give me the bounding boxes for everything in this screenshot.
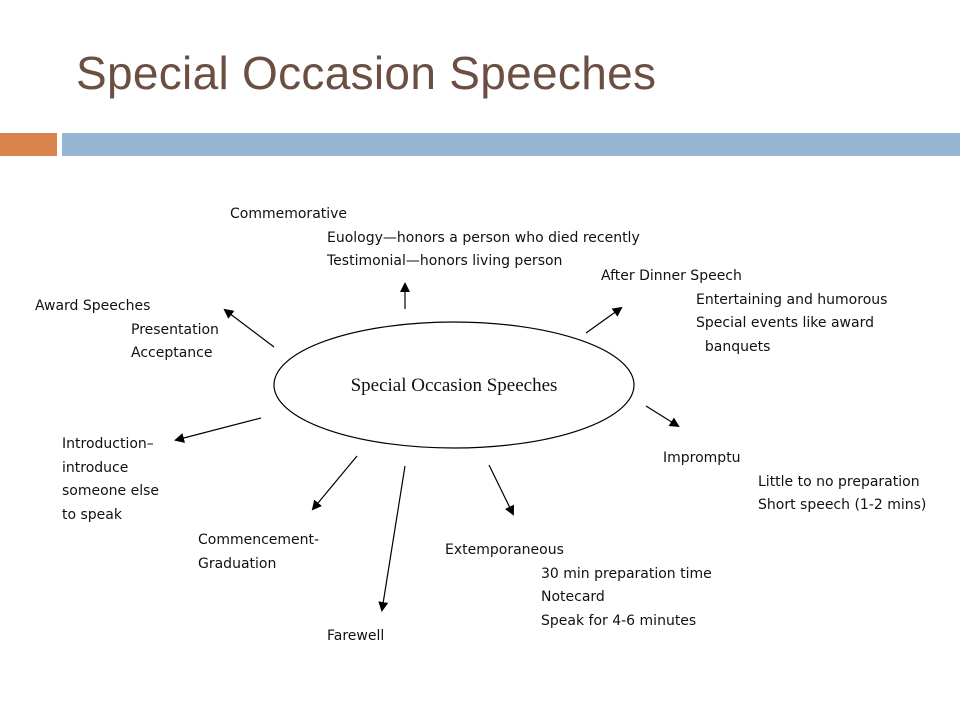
extemporaneous-heading: Extemporaneous [445, 542, 564, 558]
title-underline-bar [62, 133, 960, 156]
arrow-award [223, 308, 275, 348]
title-accent-bar [0, 133, 57, 156]
introduction-line: introduce [62, 459, 129, 476]
extemporaneous-item: 30 min preparation time [541, 565, 712, 582]
commemorative-item: Testimonial—honors living person [327, 253, 563, 269]
arrow-impromptu [645, 405, 680, 428]
node-after-dinner: After Dinner Speech Entertaining and hum… [601, 265, 887, 359]
introduction-line: someone else [62, 483, 160, 499]
arrow-extemporaneous [488, 464, 514, 516]
commemorative-item: Euology—honors a person who died recentl… [327, 229, 640, 246]
award-item: Acceptance [131, 345, 213, 361]
slide-title: Special Occasion Speeches [76, 47, 657, 99]
impromptu-heading: Impromptu [663, 450, 741, 466]
node-introduction: Introduction– introduce someone else to … [62, 433, 159, 527]
commemorative-heading: Commemorative [230, 206, 348, 222]
arrow-introduction [174, 417, 262, 443]
impromptu-item: Little to no preparation [758, 473, 920, 490]
after-dinner-item: banquets [696, 338, 771, 355]
node-award: Award Speeches Presentation Acceptance [35, 295, 219, 366]
arrow-after-dinner [585, 306, 623, 334]
award-heading: Award Speeches [35, 298, 151, 314]
node-farewell: Farewell [327, 628, 385, 644]
center-label: Special Occasion Speeches [350, 375, 558, 396]
commencement-line: Graduation [198, 555, 277, 572]
impromptu-item: Short speech (1-2 mins) [758, 497, 927, 513]
arrow-commencement [311, 455, 358, 511]
node-commencement: Commencement- Graduation [198, 529, 319, 576]
extemporaneous-item: Speak for 4-6 minutes [541, 612, 697, 629]
node-commemorative: Commemorative Euology—honors a person wh… [230, 203, 640, 274]
node-extemporaneous: Extemporaneous 30 min preparation time N… [445, 539, 712, 633]
extemporaneous-item: Notecard [541, 589, 605, 605]
introduction-line: Introduction– [62, 436, 154, 452]
node-impromptu: Impromptu Little to no preparation Short… [663, 447, 926, 518]
commencement-line: Commencement- [198, 532, 320, 548]
introduction-line: to speak [62, 506, 122, 523]
award-item: Presentation [131, 321, 219, 338]
after-dinner-heading: After Dinner Speech [601, 268, 742, 284]
after-dinner-item: Entertaining and humorous [696, 291, 888, 308]
after-dinner-item: Special events like award [696, 315, 874, 331]
arrow-farewell [378, 465, 406, 612]
center-ellipse [273, 321, 635, 449]
